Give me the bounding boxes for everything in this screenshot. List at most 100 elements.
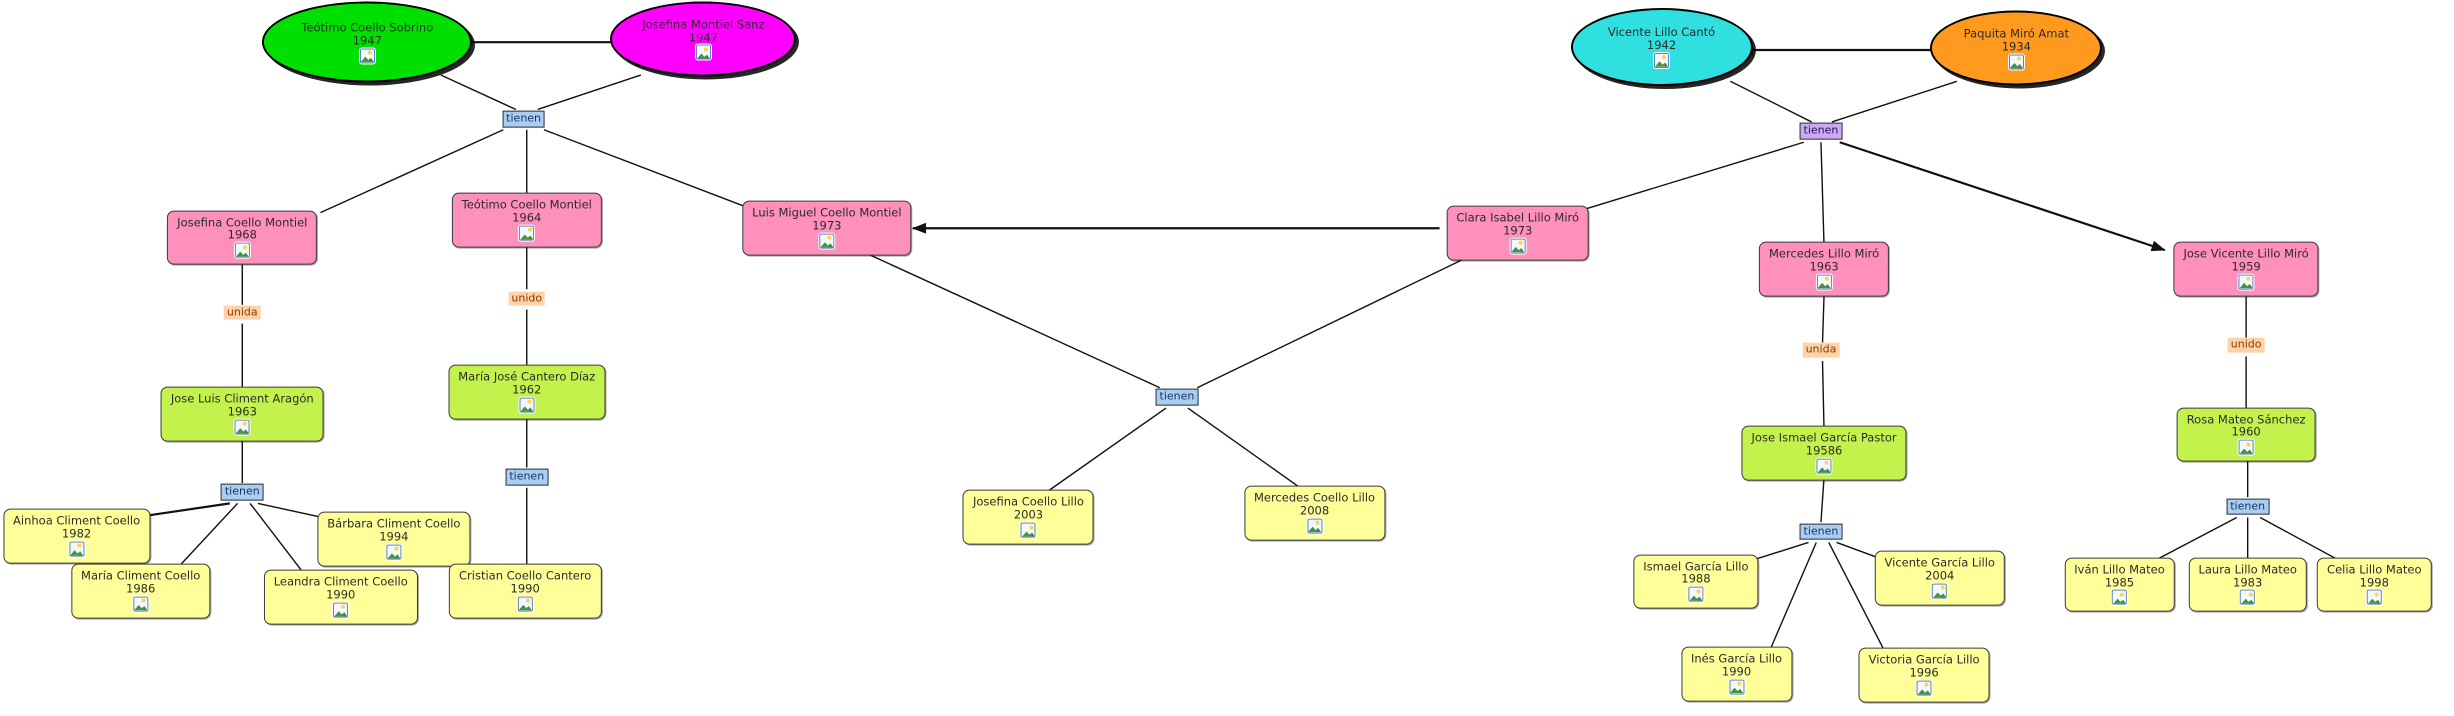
person-name: Victoria García Lillo [1868,652,1980,667]
photo-icon[interactable] [2008,54,2024,70]
edge-luis_cm-to-rel_tienen_5 [862,251,1161,389]
relation-label-rel_unida_1[interactable]: unida [223,305,261,321]
edge-rel_tienen_2-to-mercedes_lm [1820,142,1825,248]
person-name: Celia Lillo Mateo [2327,562,2422,577]
photo-icon[interactable] [1307,518,1323,534]
person-year: 1996 [1909,665,1939,680]
photo-icon[interactable] [69,541,85,557]
person-name: Inés García Lillo [1691,651,1783,666]
relation-label-rel_tienen_2[interactable]: tienen [1799,122,1843,140]
relation-label-rel_tienen_5[interactable]: tienen [1155,388,1199,406]
photo-icon[interactable] [1816,458,1832,474]
relation-label-rel_tienen_4[interactable]: tienen [505,468,549,486]
photo-icon[interactable] [133,596,149,612]
edge-josefina_s-to-rel_tienen_1 [537,74,642,111]
person-name: Vicente Lillo Cantó [1607,25,1716,40]
relation-label-rel_unida_2[interactable]: unida [1802,342,1840,358]
photo-icon[interactable] [359,48,375,64]
photo-icon[interactable] [1729,679,1745,695]
person-name: Bárbara Climent Coello [327,516,461,531]
photo-icon[interactable] [1654,52,1670,68]
person-year: 1960 [2231,425,2261,440]
edge-rel_tienen_5-to-mercedes_cl [1187,407,1308,494]
photo-icon[interactable] [819,233,835,249]
photo-icon[interactable] [1020,522,1036,538]
photo-icon[interactable] [2238,274,2254,290]
person-year: 1990 [510,581,540,596]
photo-icon[interactable] [234,419,250,435]
person-year: 1985 [2104,575,2135,590]
person-year: 1988 [1681,572,1711,587]
person-year: 1963 [1809,259,1839,274]
person-year: 1963 [227,404,257,419]
photo-icon[interactable] [517,596,533,612]
edge-rel_tienen_2-to-josevicente_lm [1839,141,2166,252]
person-name: Mercedes Coello Lillo [1253,490,1376,505]
person-name: Ismael García Lillo [1643,559,1749,574]
photo-icon[interactable] [1688,586,1704,602]
relation-label-rel_unido_2[interactable]: unido [2227,338,2265,353]
photo-icon[interactable] [234,242,250,258]
person-year: 1934 [2001,39,2031,54]
relation-label-rel_tienen_1[interactable]: tienen [502,110,546,128]
photo-icon[interactable] [333,602,349,618]
edge-teotimo_s-to-rel_tienen_1 [440,74,517,111]
photo-icon[interactable] [1510,238,1526,254]
relation-label-rel_tienen_3[interactable]: tienen [220,484,264,501]
photo-icon[interactable] [1816,274,1832,290]
photo-icon[interactable] [2240,590,2256,606]
photo-icon[interactable] [695,44,711,60]
edge-rel_tienen_2-to-clara_lm [1578,141,1804,212]
person-year: 1982 [61,526,92,541]
relation-label-rel_tienen_7[interactable]: tienen [2226,498,2270,515]
person-name: Josefina Coello Lillo [972,495,1084,510]
person-name: Ainhoa Climent Coello [13,513,141,528]
person-year: 1990 [326,587,356,602]
photo-icon[interactable] [1932,583,1948,599]
edge-rel_tienen_3-to-leandra_cc [249,502,307,578]
relation-label-rel_unido_1[interactable]: unido [508,291,546,306]
photo-icon[interactable] [386,544,402,560]
person-name: Leandra Climent Coello [273,574,408,589]
relation-label-rel_tienen_6[interactable]: tienen [1799,523,1843,540]
person-name: Teótimo Coello Sobrino [301,20,434,35]
person-name: Luis Miguel Coello Montiel [752,205,902,220]
person-name: Mercedes Lillo Miró [1768,246,1880,261]
photo-icon[interactable] [1916,680,1932,696]
photo-icon[interactable] [519,225,535,241]
person-name: Paquita Miró Amat [1963,26,2070,41]
photo-icon[interactable] [519,397,535,413]
photo-icon[interactable] [2238,439,2254,455]
photo-icon[interactable] [2112,590,2127,606]
photo-icon[interactable] [2366,590,2382,606]
